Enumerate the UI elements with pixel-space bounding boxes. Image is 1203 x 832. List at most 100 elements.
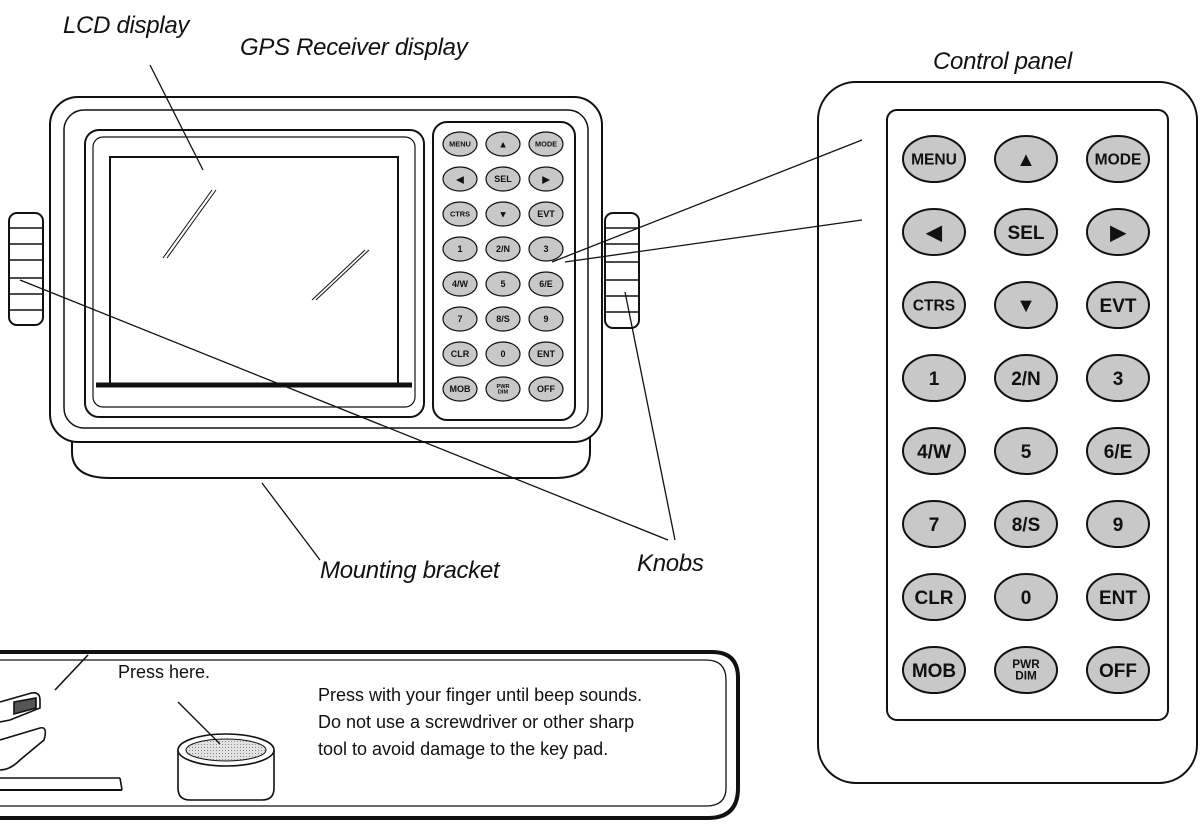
finger-illustration (0, 654, 123, 791)
unit-key-clr[interactable]: CLR (442, 341, 478, 367)
unit-key-1[interactable]: 1 (442, 236, 478, 262)
unit-key-evt[interactable]: EVT (528, 201, 564, 227)
unit-key-left-arrow[interactable]: ◀ (442, 166, 478, 192)
unit-key-9[interactable]: 9 (528, 306, 564, 332)
unit-key-2-n[interactable]: 2/N (485, 236, 521, 262)
panel-key-label: MENU (911, 152, 957, 169)
down-arrow-icon: ▼ (1016, 295, 1036, 317)
unit-key-label: 4/W (452, 279, 469, 289)
unit-key-up-arrow[interactable]: ▲ (485, 131, 521, 157)
right-knob (604, 212, 640, 329)
panel-key-ent[interactable]: ENT (1086, 573, 1150, 621)
unit-key-label: 0 (500, 349, 505, 359)
unit-key-4-w[interactable]: 4/W (442, 271, 478, 297)
panel-key-ctrs[interactable]: CTRS (902, 281, 966, 329)
unit-key-label: 3 (543, 244, 548, 254)
lcd-screen (109, 156, 399, 386)
panel-key-off[interactable]: OFF (1086, 646, 1150, 694)
unit-key-label: 7 (457, 314, 462, 324)
panel-key-evt[interactable]: EVT (1086, 281, 1150, 329)
panel-key-up-arrow[interactable]: ▲ (994, 135, 1058, 183)
note-line-3: tool to avoid damage to the key pad. (318, 739, 609, 759)
right-arrow-icon: ▶ (541, 174, 550, 185)
left-arrow-icon: ◀ (925, 222, 942, 244)
unit-key-label: SEL (494, 174, 512, 184)
panel-key-2-n[interactable]: 2/N (994, 354, 1058, 402)
panel-key-right-arrow[interactable]: ▶ (1086, 208, 1150, 256)
left-arrow-icon: ◀ (455, 174, 464, 185)
label-knobs: Knobs (637, 550, 704, 577)
panel-key-mob[interactable]: MOB (902, 646, 966, 694)
unit-key-label: 2/N (496, 244, 510, 254)
key-cylinder-illustration (177, 733, 275, 801)
panel-key-3[interactable]: 3 (1086, 354, 1150, 402)
panel-key-0[interactable]: 0 (994, 573, 1058, 621)
screen-glare (162, 189, 370, 301)
panel-key-label: 7 (929, 515, 940, 536)
unit-key-label: MODE (535, 140, 557, 149)
panel-key-label: 1 (929, 369, 940, 390)
unit-key-label: ENT (537, 349, 556, 359)
leader-lines (19, 64, 863, 561)
unit-key-off[interactable]: OFF (528, 376, 564, 402)
unit-key-7[interactable]: 7 (442, 306, 478, 332)
panel-key-label: 0 (1021, 588, 1032, 609)
leader-lcd (149, 64, 204, 171)
panel-key-7[interactable]: 7 (902, 500, 966, 548)
note-line-1: Press with your finger until beep sounds… (318, 685, 643, 705)
unit-key-mode[interactable]: MODE (528, 131, 564, 157)
unit-key-ent[interactable]: ENT (528, 341, 564, 367)
unit-key-mob[interactable]: MOB (442, 376, 478, 402)
panel-key-label: ENT (1099, 588, 1137, 609)
unit-key-down-arrow[interactable]: ▼ (485, 201, 521, 227)
panel-key-label: CLR (914, 588, 953, 609)
unit-key-label: MENU (449, 140, 471, 149)
unit-key-sel[interactable]: SEL (485, 166, 521, 192)
unit-key-right-arrow[interactable]: ▶ (528, 166, 564, 192)
panel-key-label: 6/E (1104, 442, 1133, 463)
left-knob (8, 212, 44, 326)
panel-key-6-e[interactable]: 6/E (1086, 427, 1150, 475)
unit-key-6-e[interactable]: 6/E (528, 271, 564, 297)
panel-key-label: MOB (912, 661, 956, 682)
unit-key-label: CTRS (450, 210, 470, 219)
unit-key-5[interactable]: 5 (485, 271, 521, 297)
panel-key-4-w[interactable]: 4/W (902, 427, 966, 475)
panel-key-sel[interactable]: SEL (994, 208, 1058, 256)
label-lcd-display: LCD display (63, 12, 190, 39)
panel-key-label: CTRS (913, 298, 955, 315)
leader-panel-bottom (564, 219, 863, 263)
unit-key-label: CLR (451, 349, 470, 359)
unit-key-label: EVT (537, 209, 555, 219)
panel-key-clr[interactable]: CLR (902, 573, 966, 621)
unit-key-label: OFF (537, 384, 555, 394)
note-text: Press with your finger until beep sounds… (318, 682, 642, 763)
unit-key-menu[interactable]: MENU (442, 131, 478, 157)
unit-key-3[interactable]: 3 (528, 236, 564, 262)
leader-knob-right (624, 291, 676, 541)
panel-key-mode[interactable]: MODE (1086, 135, 1150, 183)
up-arrow-icon: ▲ (498, 139, 507, 150)
unit-key-0[interactable]: 0 (485, 341, 521, 367)
panel-key-label: 8/S (1012, 515, 1041, 536)
up-arrow-icon: ▲ (1016, 149, 1036, 171)
label-mounting-bracket: Mounting bracket (320, 557, 500, 584)
panel-key-9[interactable]: 9 (1086, 500, 1150, 548)
panel-key-down-arrow[interactable]: ▼ (994, 281, 1058, 329)
panel-key-menu[interactable]: MENU (902, 135, 966, 183)
unit-key-8-s[interactable]: 8/S (485, 306, 521, 332)
note-line-2: Do not use a screwdriver or other sharp (318, 712, 635, 732)
panel-key-label: EVT (1100, 296, 1137, 317)
unit-key-label: 9 (543, 314, 548, 324)
panel-key-8-s[interactable]: 8/S (994, 500, 1058, 548)
panel-key-5[interactable]: 5 (994, 427, 1058, 475)
panel-key-left-arrow[interactable]: ◀ (902, 208, 966, 256)
unit-key-ctrs[interactable]: CTRS (442, 201, 478, 227)
label-press-here: Press here. (118, 662, 211, 682)
panel-key-1[interactable]: 1 (902, 354, 966, 402)
leader-press-here (177, 701, 221, 745)
